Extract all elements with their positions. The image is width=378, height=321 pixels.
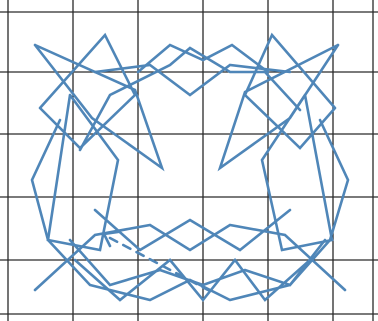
- grid-figure: [0, 0, 378, 321]
